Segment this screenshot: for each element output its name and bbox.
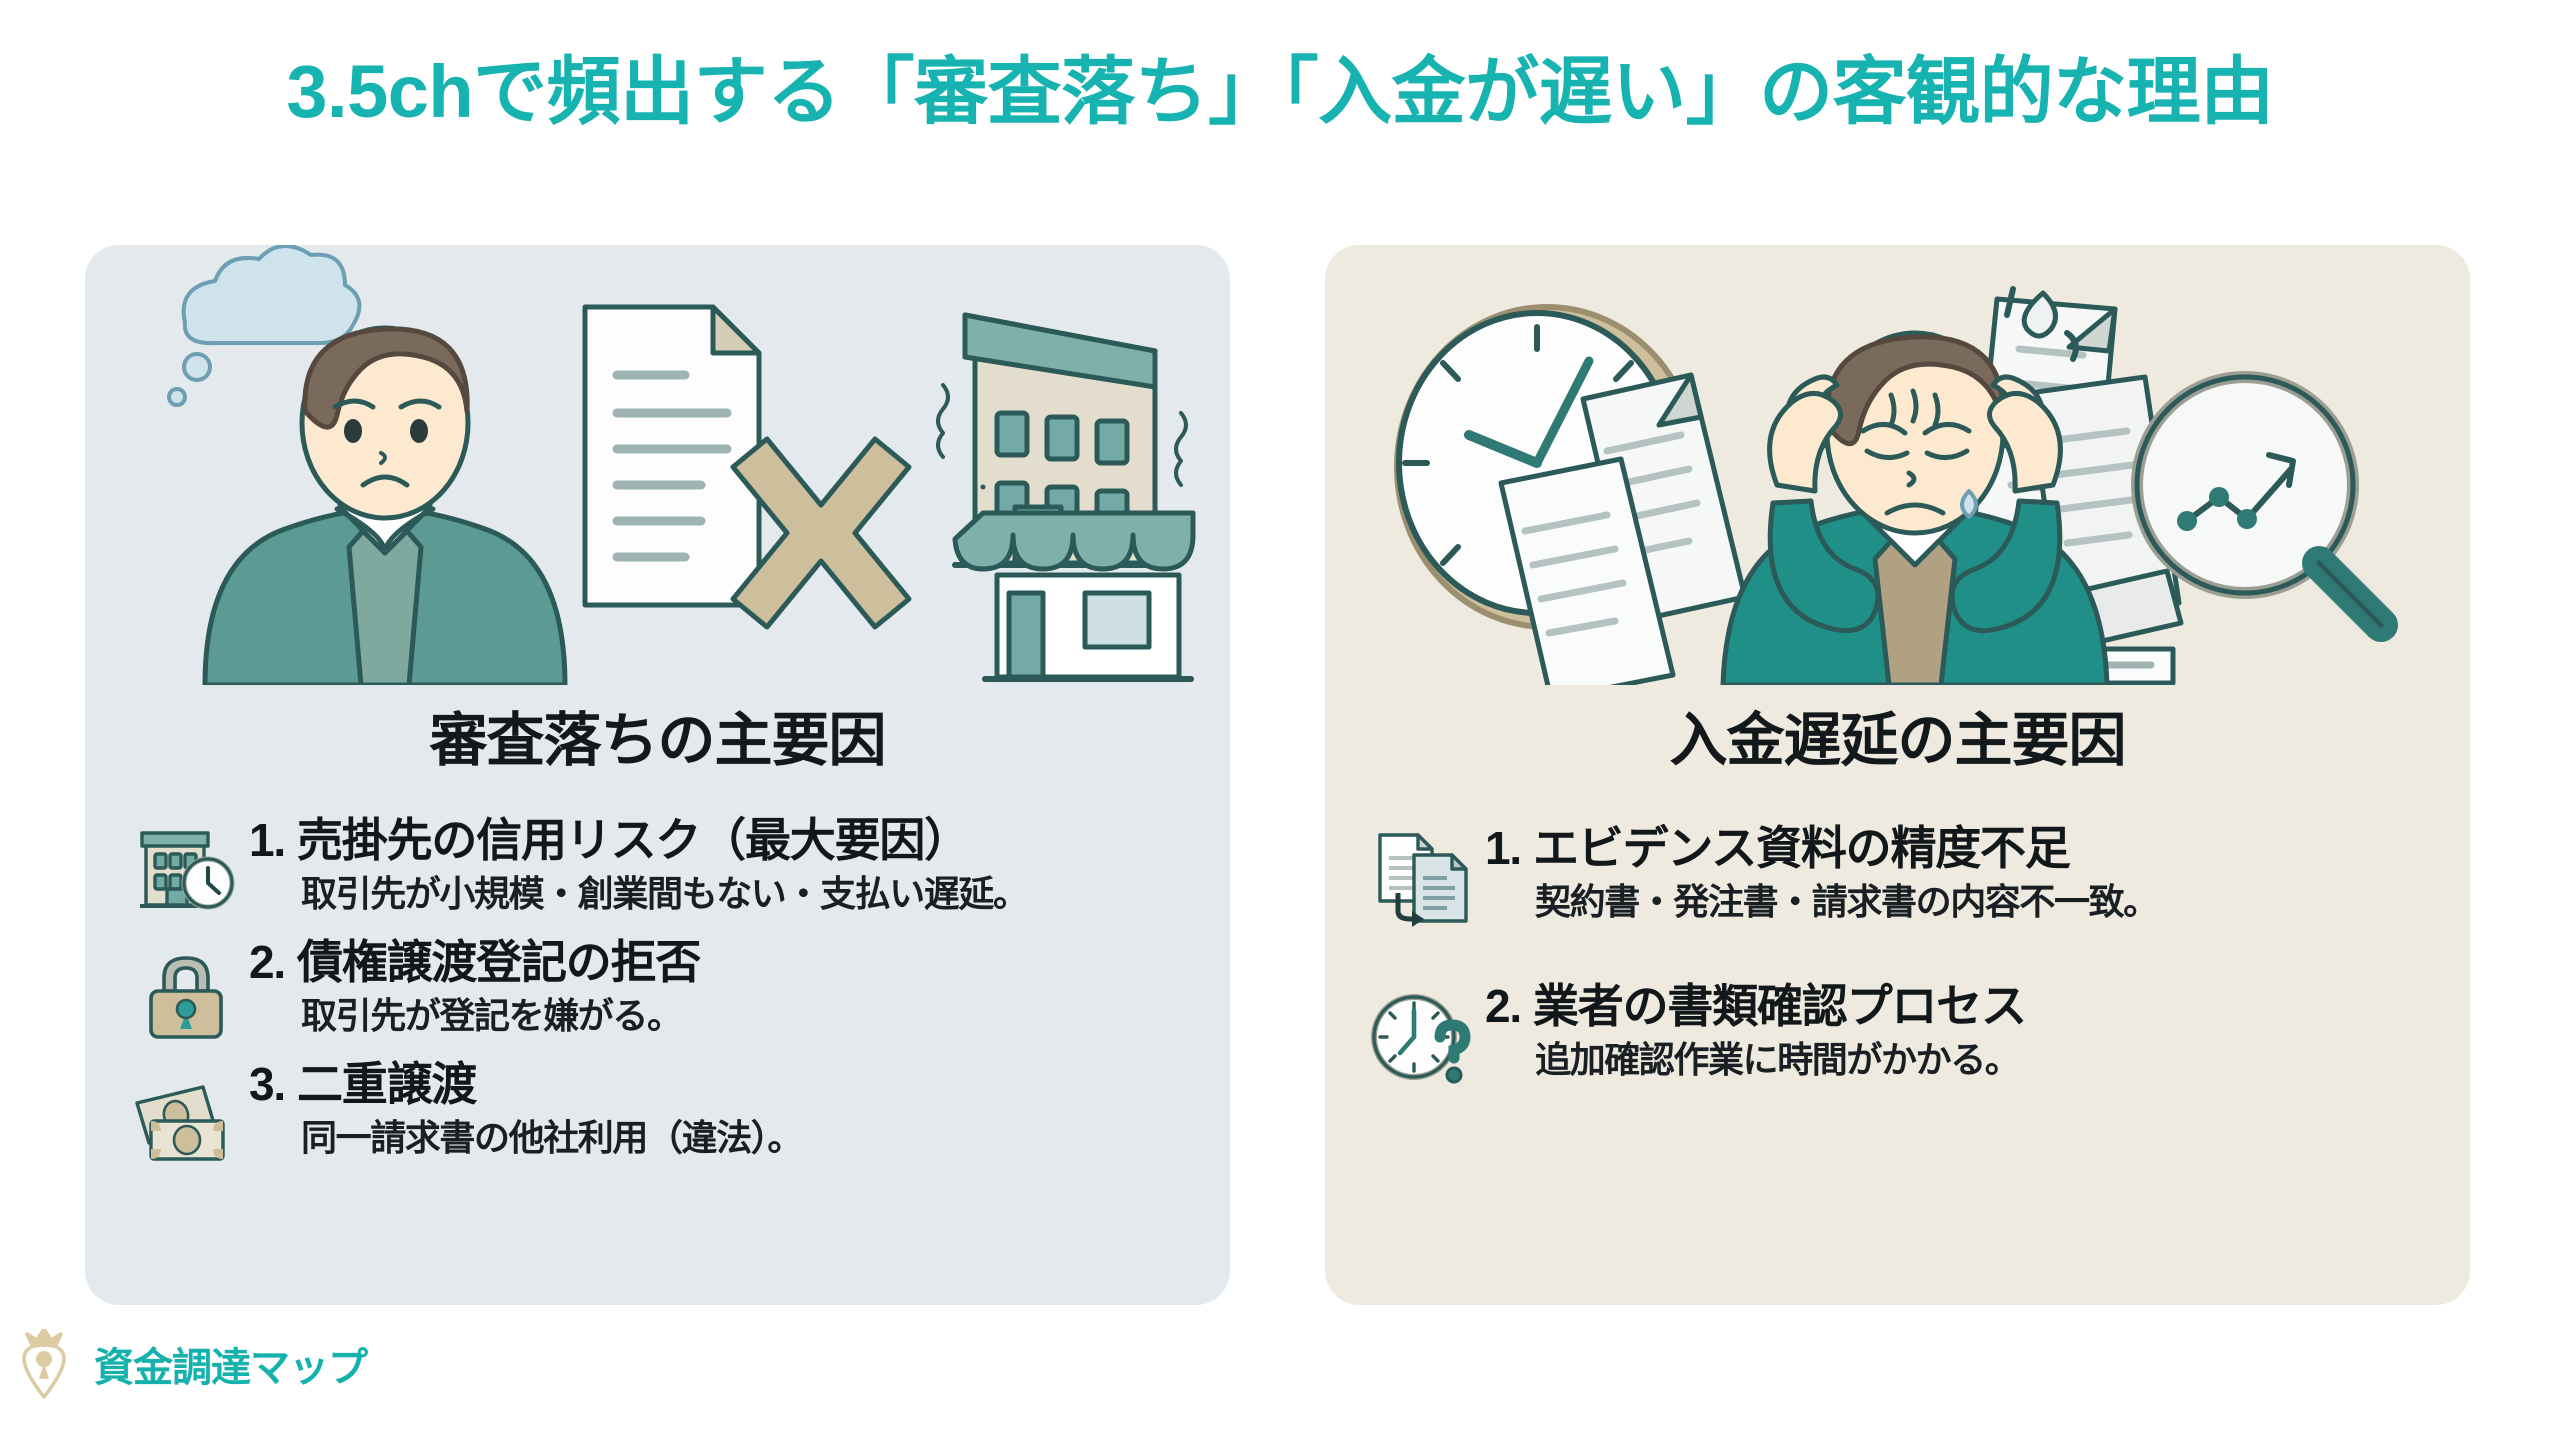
list-item-title: エビデンス資料の精度不足 [1532,822,2071,874]
list-item-subtitle: 取引先が登記を嫌がる。 [301,994,683,1036]
card-shinsa-ochi: 審査落ちの主要因 [85,245,1230,1305]
site-logo-text: 資金調達マップ [94,1346,368,1390]
clock-question-icon [1363,981,1481,1093]
site-logo[interactable]: 資金調達マップ [18,1327,368,1399]
factor-list-shinsa-ochi: 1. 売掛先の信用リスク（最大要因） 取引先が小規模・創業間もない・支払い遅延。 [85,815,1230,1171]
worried-person-icon [202,325,568,685]
padlock-icon [127,937,245,1049]
list-item-number: 1. [1485,822,1522,874]
illustration-stressed-businessman-paperwork-scene [1325,245,2470,685]
illustration-worried-businessman-scene [85,245,1230,685]
factor-list-nyukin-chien: 1. エビデンス資料の精度不足 契約書・発注書・請求書の内容不一致。 [1325,823,2470,1093]
documents-transfer-icon [1363,823,1481,935]
list-item: 2. 債権譲渡登記の拒否 取引先が登記を嫌がる。 [127,937,1196,1049]
document-icon [582,304,762,608]
list-item-subtitle: 追加確認作業に時間がかかる。 [1535,1038,2021,1080]
x-mark-icon [730,436,912,630]
storefront-icon [952,484,1196,682]
list-item-title: 二重譲渡 [296,1058,477,1110]
crowned-map-pin-icon [18,1327,84,1399]
building-clock-icon [127,815,245,927]
scattered-documents-icon [1498,296,2184,685]
page-title: 3.5chで頻出する「審査落ち」「入金が遅い」の客観的な理由 [286,50,2274,133]
card-heading-nyukin-chien: 入金遅延の主要因 [1669,708,2126,773]
magnifier-chart-icon [2131,371,2398,642]
list-item-number: 2. [249,936,286,988]
list-item-number: 1. [249,814,286,866]
stressed-person-icon [1720,330,2110,685]
list-item: 1. エビデンス資料の精度不足 契約書・発注書・請求書の内容不一致。 [1363,823,2440,935]
list-item-title: 業者の書類確認プロセス [1532,980,2027,1032]
list-item-title: 売掛先の信用リスク（最大要因） [296,814,970,866]
thought-cloud-icon [167,245,362,407]
card-heading-shinsa-ochi: 審査落ちの主要因 [429,708,886,773]
list-item-number: 3. [249,1058,286,1110]
list-item: 3. 二重譲渡 同一請求書の他社利用（違法）。 [127,1059,1196,1171]
banknotes-icon [127,1059,245,1171]
list-item: 2. 業者の書類確認プロセス 追加確認作業に時間がかかる。 [1363,981,2440,1093]
list-item-subtitle: 同一請求書の他社利用（違法）。 [301,1116,803,1158]
list-item-subtitle: 契約書・発注書・請求書の内容不一致。 [1535,880,2159,922]
card-nyukin-chien: 入金遅延の主要因 [1325,245,2470,1305]
list-item-title: 債権譲渡登記の拒否 [296,936,701,988]
list-item: 1. 売掛先の信用リスク（最大要因） 取引先が小規模・創業間もない・支払い遅延。 [127,815,1196,927]
list-item-subtitle: 取引先が小規模・創業間もない・支払い遅延。 [301,872,1029,914]
sweat-drop-icon [2004,286,2079,362]
list-item-number: 2. [1485,980,1522,1032]
